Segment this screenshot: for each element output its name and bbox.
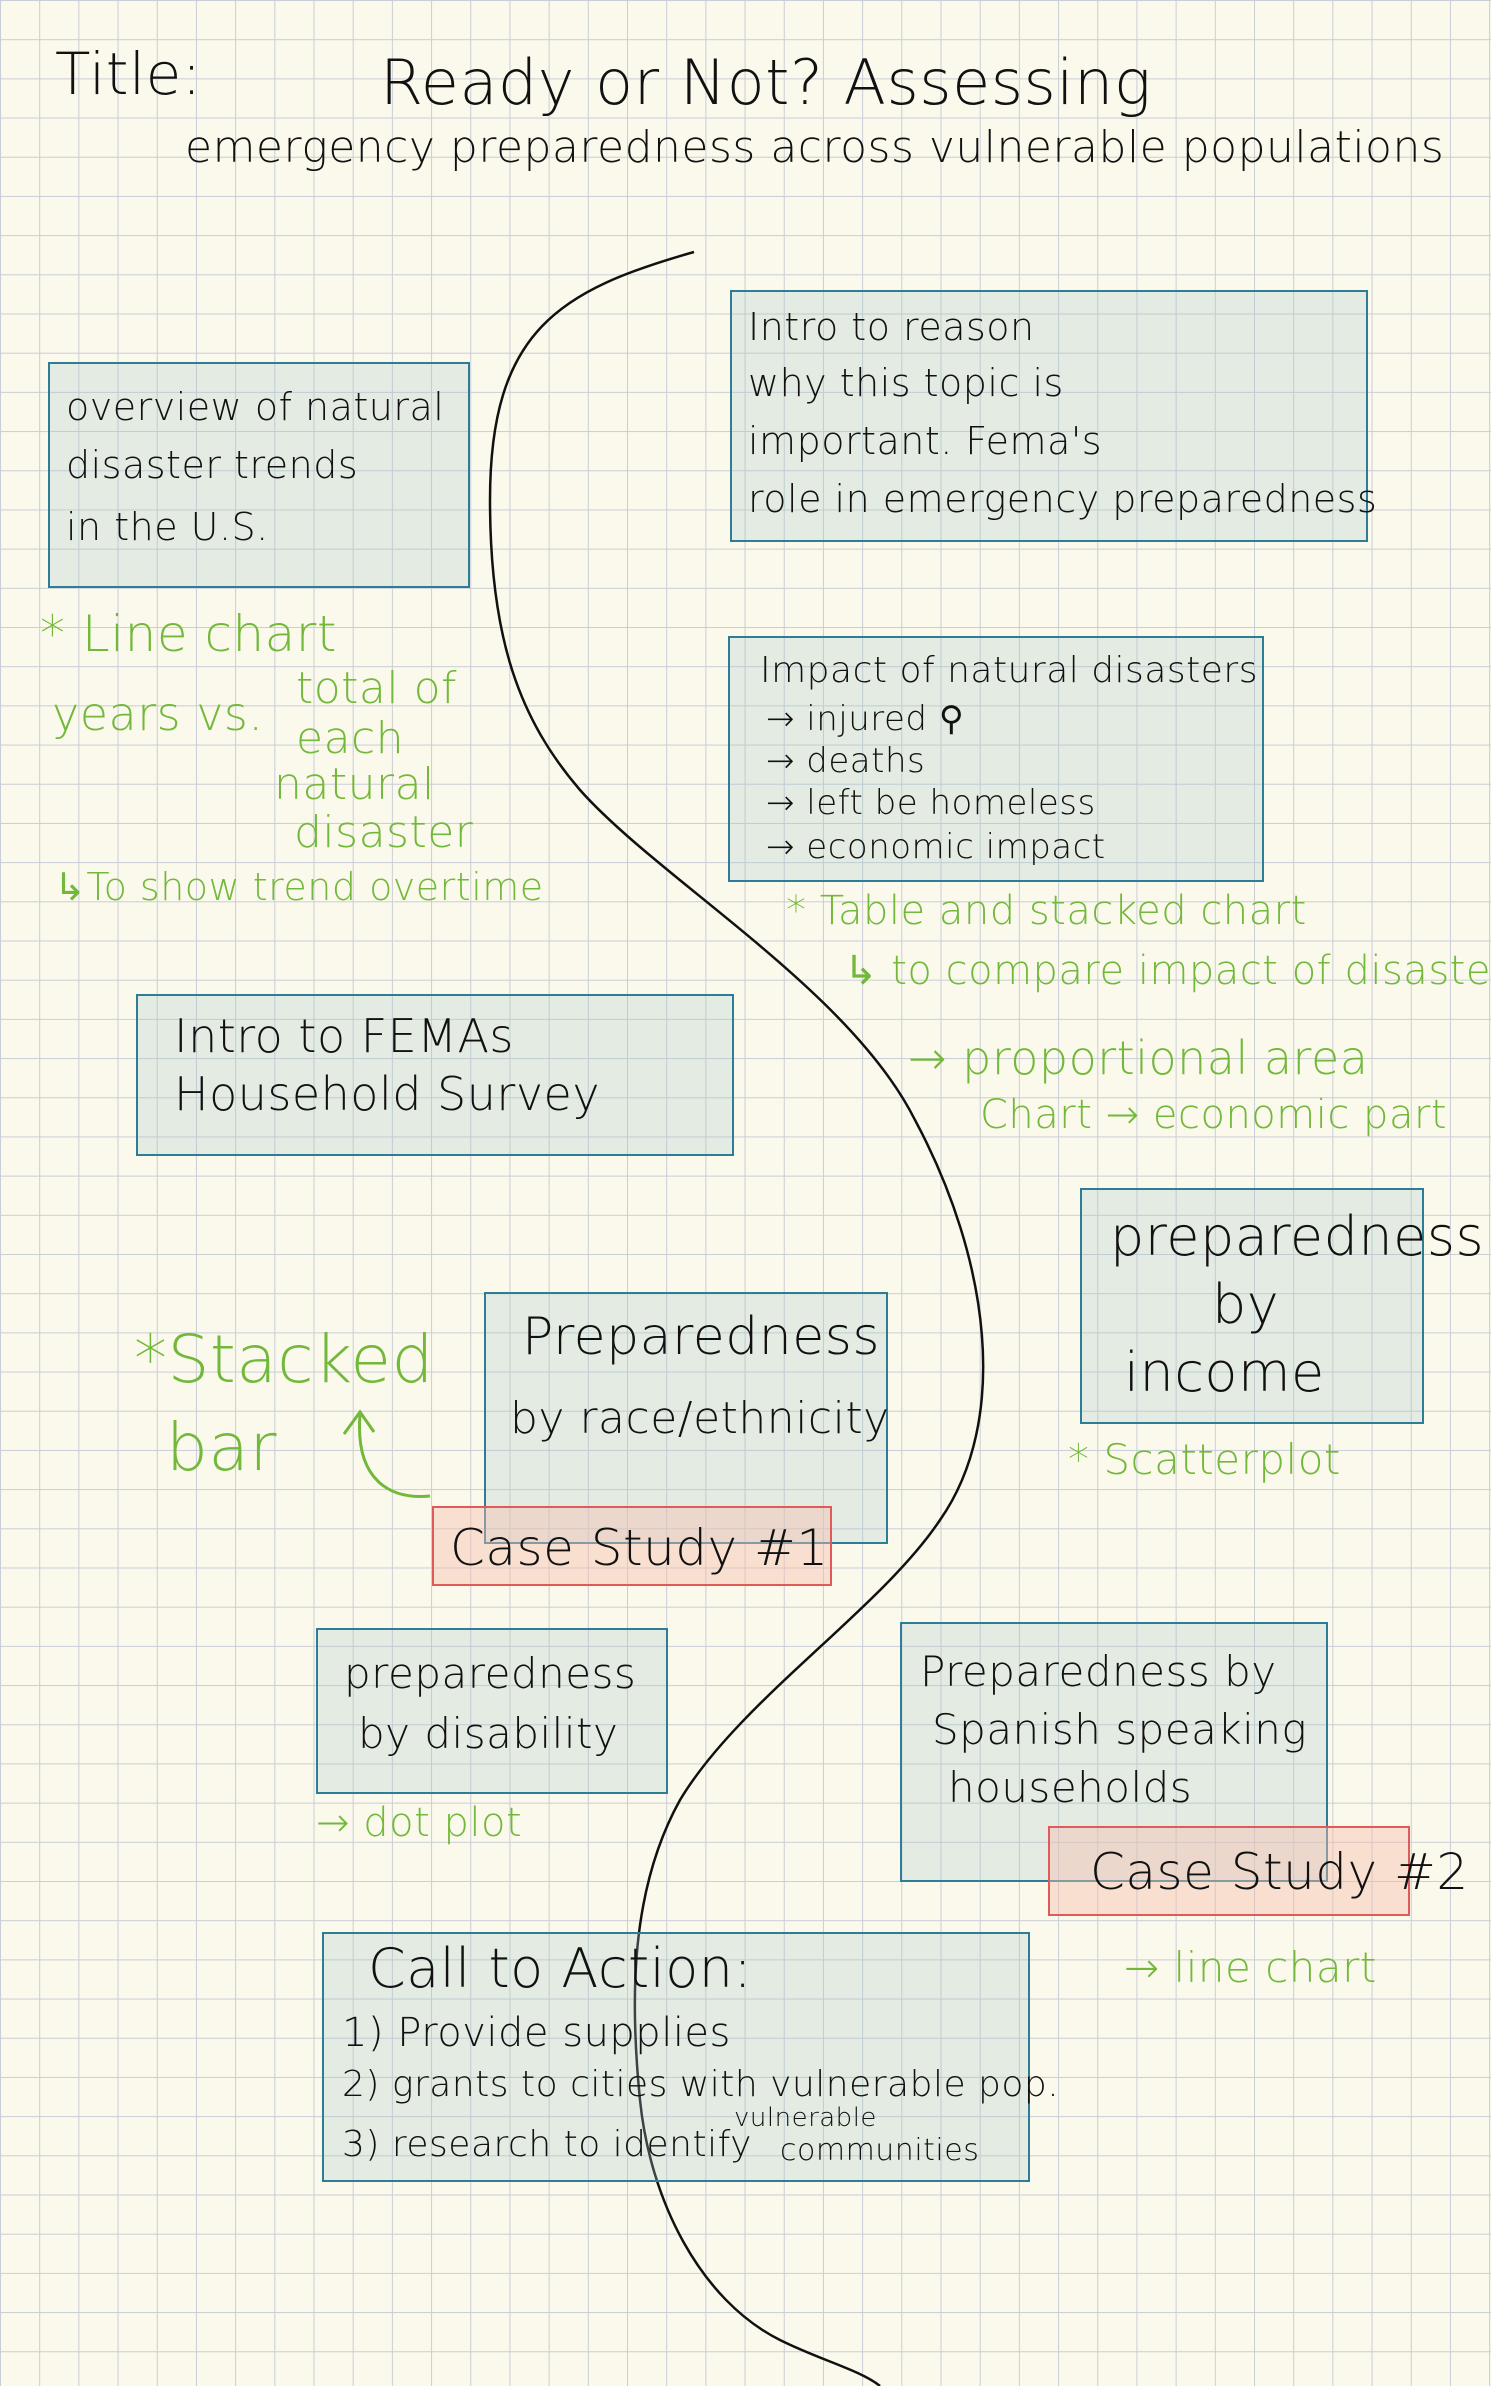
fema-survey-line-1: Intro to FEMAs bbox=[174, 1009, 514, 1063]
box-disability: preparedness by disability bbox=[316, 1628, 668, 1794]
intro-reason-line-1: Intro to reason bbox=[748, 305, 1035, 349]
note-scatterplot: * Scatterplot bbox=[1068, 1435, 1341, 1484]
overview-line-3: in the U.S. bbox=[66, 505, 269, 549]
disability-line-2: by disability bbox=[358, 1709, 619, 1758]
impact-line-1: Impact of natural disasters bbox=[760, 650, 1258, 691]
disability-line-1: preparedness bbox=[344, 1649, 637, 1698]
note-dot-plot: → dot plot bbox=[316, 1800, 523, 1846]
note-line-chart: * Line chart bbox=[40, 605, 337, 663]
box-race: Preparedness by race/ethnicity bbox=[484, 1292, 890, 1544]
race-line-2: by race/ethnicity bbox=[510, 1393, 890, 1444]
overview-line-1: overview of natural bbox=[66, 385, 445, 429]
box-call-to-action: Call to Action: 1) Provide supplies 2) g… bbox=[322, 1932, 1059, 2182]
box-income: preparedness by income bbox=[1080, 1188, 1484, 1424]
impact-line-2: → injured ⚲ bbox=[766, 699, 965, 739]
note-total-of-4: disaster bbox=[294, 807, 474, 858]
income-line-2: by bbox=[1212, 1273, 1280, 1336]
title-label: Title: bbox=[55, 40, 202, 108]
impact-line-4: → left be homeless bbox=[766, 783, 1096, 823]
intro-reason-line-2: why this topic is bbox=[748, 361, 1064, 405]
intro-reason-line-4: role in emergency preparedness bbox=[748, 477, 1378, 521]
note-total-of-2: each bbox=[296, 713, 405, 764]
note-stacked-bar-1: *Stacked bbox=[134, 1321, 434, 1398]
note-total-of-3: natural bbox=[274, 759, 435, 810]
case-study-2: Case Study #2 bbox=[1048, 1826, 1468, 1916]
note-compare: ↳ to compare impact of disasters bbox=[844, 948, 1491, 994]
note-proportional: → proportional area bbox=[908, 1031, 1369, 1085]
note-trend: ↳To show trend overtime bbox=[54, 865, 544, 909]
note-table-stacked: * Table and stacked chart bbox=[786, 888, 1307, 934]
note-years-vs: years vs. bbox=[52, 687, 264, 741]
call-to-action-item-2: 2) grants to cities with vulnerable pop. bbox=[342, 2064, 1060, 2105]
title-line-2: emergency preparedness across vulnerable… bbox=[185, 122, 1445, 173]
note-total-of-1: total of bbox=[296, 663, 458, 714]
note-stacked-bar-2: bar bbox=[166, 1409, 277, 1486]
stacked-bar-arrow-icon bbox=[342, 1409, 431, 1498]
box-fema-survey: Intro to FEMAs Household Survey bbox=[136, 994, 734, 1156]
title-line-1: Ready or Not? Assessing bbox=[380, 46, 1152, 119]
box-overview: overview of natural disaster trends in t… bbox=[48, 362, 470, 588]
box-spanish: Preparedness by Spanish speaking househo… bbox=[900, 1622, 1328, 1882]
intro-reason-line-3: important. Fema's bbox=[748, 419, 1103, 463]
spanish-line-2: Spanish speaking bbox=[932, 1705, 1308, 1754]
call-to-action-item-3: 3) research to identify bbox=[342, 2124, 752, 2165]
spanish-line-1: Preparedness by bbox=[920, 1647, 1277, 1696]
call-to-action-tail-1: vulnerable bbox=[734, 2103, 877, 2133]
spanish-line-3: households bbox=[948, 1763, 1193, 1812]
fema-survey-line-2: Household Survey bbox=[174, 1067, 601, 1121]
call-to-action-tail-2: communities bbox=[780, 2133, 980, 2168]
box-intro-reason: Intro to reason why this topic is import… bbox=[730, 290, 1377, 542]
note-line-chart-2: → line chart bbox=[1124, 1943, 1377, 1992]
call-to-action-item-1: 1) Provide supplies bbox=[342, 2010, 731, 2056]
impact-line-5: → economic impact bbox=[766, 827, 1106, 867]
box-impact: Impact of natural disasters → injured ⚲ … bbox=[728, 636, 1264, 882]
case-study-2-label: Case Study #2 bbox=[1090, 1843, 1469, 1901]
call-to-action-heading: Call to Action: bbox=[368, 1937, 753, 2000]
race-line-1: Preparedness bbox=[522, 1307, 880, 1367]
impact-line-3: → deaths bbox=[766, 741, 926, 781]
income-line-3: income bbox=[1124, 1341, 1325, 1404]
overview-line-2: disaster trends bbox=[66, 443, 359, 487]
note-chart-economic: Chart → economic part bbox=[980, 1092, 1448, 1138]
income-line-1: preparedness bbox=[1110, 1205, 1485, 1268]
case-study-1: Case Study #1 bbox=[432, 1506, 832, 1586]
case-study-1-label: Case Study #1 bbox=[450, 1519, 829, 1577]
